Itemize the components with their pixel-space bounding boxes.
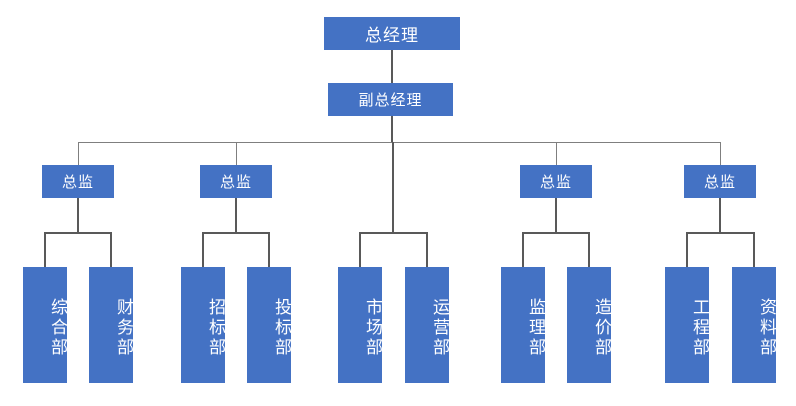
node-director-2[interactable]: 总监 <box>200 165 272 198</box>
connector-director-1-to-subbus <box>77 198 79 233</box>
connector-subbus-to-dept-1 <box>44 232 46 267</box>
connector-subbus-group-5 <box>686 232 755 234</box>
connector-subbus-to-dept-10 <box>753 232 755 267</box>
connector-bus-to-director-5 <box>720 142 721 166</box>
connector-subbus-to-dept-7 <box>522 232 524 267</box>
node-dept-tendering[interactable]: 招标部 <box>181 267 225 383</box>
connector-subbus-group-1 <box>44 232 112 234</box>
connector-subbus-to-dept-5 <box>359 232 361 267</box>
connector-director-4-to-subbus <box>555 198 557 233</box>
node-general-manager[interactable]: 总经理 <box>324 17 460 50</box>
connector-subbus-to-dept-4 <box>268 232 270 267</box>
connector-subbus-group-4 <box>522 232 590 234</box>
node-dept-supervision[interactable]: 监理部 <box>501 267 545 383</box>
connector-bus-to-director-2 <box>236 142 237 166</box>
connector-subbus-to-dept-2 <box>110 232 112 267</box>
connector-subbus-group-2 <box>202 232 270 234</box>
node-director-1[interactable]: 总监 <box>42 165 114 198</box>
connector-main-bus <box>78 142 721 143</box>
connector-subbus-to-dept-3 <box>202 232 204 267</box>
node-dept-bidding[interactable]: 投标部 <box>247 267 291 383</box>
node-deputy-general-manager[interactable]: 副总经理 <box>328 83 453 116</box>
node-dept-operations[interactable]: 运营部 <box>405 267 449 383</box>
connector-dgm-to-bus <box>391 116 393 143</box>
connector-gm-to-dgm <box>391 50 393 83</box>
connector-bus-to-director-1 <box>78 142 79 166</box>
connector-subbus-to-dept-6 <box>426 232 428 267</box>
connector-bus-to-director-4 <box>556 142 557 166</box>
node-dept-cost-estimation[interactable]: 造价部 <box>567 267 611 383</box>
connector-director-2-to-subbus <box>235 198 237 233</box>
node-dept-general-affairs[interactable]: 综合部 <box>23 267 67 383</box>
node-director-3[interactable]: 总监 <box>520 165 592 198</box>
connector-director-5-to-subbus <box>719 198 721 233</box>
connector-subbus-to-dept-9 <box>686 232 688 267</box>
node-dept-documentation[interactable]: 资料部 <box>732 267 776 383</box>
node-director-4[interactable]: 总监 <box>684 165 756 198</box>
node-dept-engineering[interactable]: 工程部 <box>665 267 709 383</box>
node-dept-finance[interactable]: 财务部 <box>89 267 133 383</box>
connector-subbus-group-3 <box>359 232 428 234</box>
node-dept-marketing[interactable]: 市场部 <box>338 267 382 383</box>
connector-subbus-to-dept-8 <box>588 232 590 267</box>
connector-bus-to-middle-group <box>392 142 394 233</box>
